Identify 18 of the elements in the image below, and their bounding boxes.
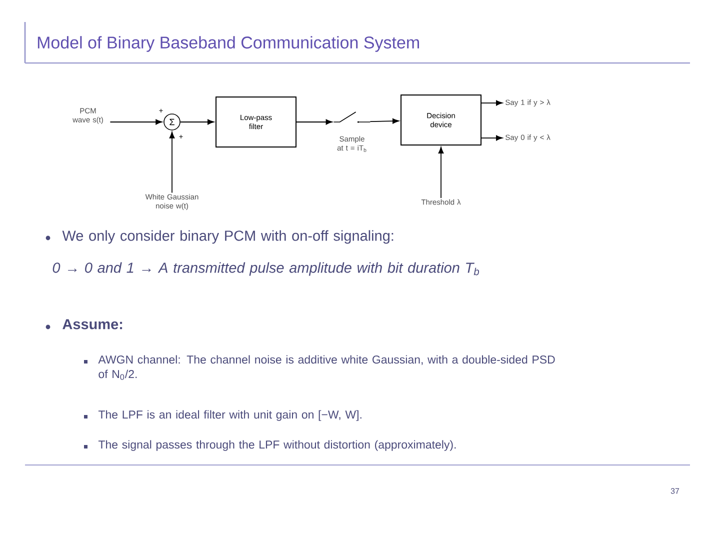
bullet-text: AWGN channel: The channel noise is additive white Gaussian, with a double-sided PSD of N$_{0}$/2. xyxy=(98,355,555,380)
arrow xyxy=(370,118,400,124)
bullet-text: We only consider binary PCM with on-off signaling: xyxy=(62,230,394,244)
sampling-switch xyxy=(333,112,371,122)
arrow xyxy=(481,100,503,106)
arrow xyxy=(180,119,214,125)
arrow xyxy=(438,146,444,198)
bullet-text: The LPF is an ideal filter with unit gain on [−W, W]. xyxy=(98,410,362,421)
arrow xyxy=(169,132,175,194)
bullet-text: The signal passes through the LPF without distortion (approximately). xyxy=(98,440,456,451)
summing-junction: Σ xyxy=(164,114,180,130)
arrow xyxy=(481,135,503,141)
bullet-text: Assume: xyxy=(62,319,122,330)
page-number: 37 xyxy=(670,488,680,494)
arrow xyxy=(296,119,332,125)
bullet-text: 0 → 0 and 1 → A transmitted pulse amplitude with bit duration T$_{b}$ xyxy=(52,262,480,276)
arrow xyxy=(110,119,162,125)
slide-title: Model of Binary Baseband Communication System xyxy=(38,36,419,52)
